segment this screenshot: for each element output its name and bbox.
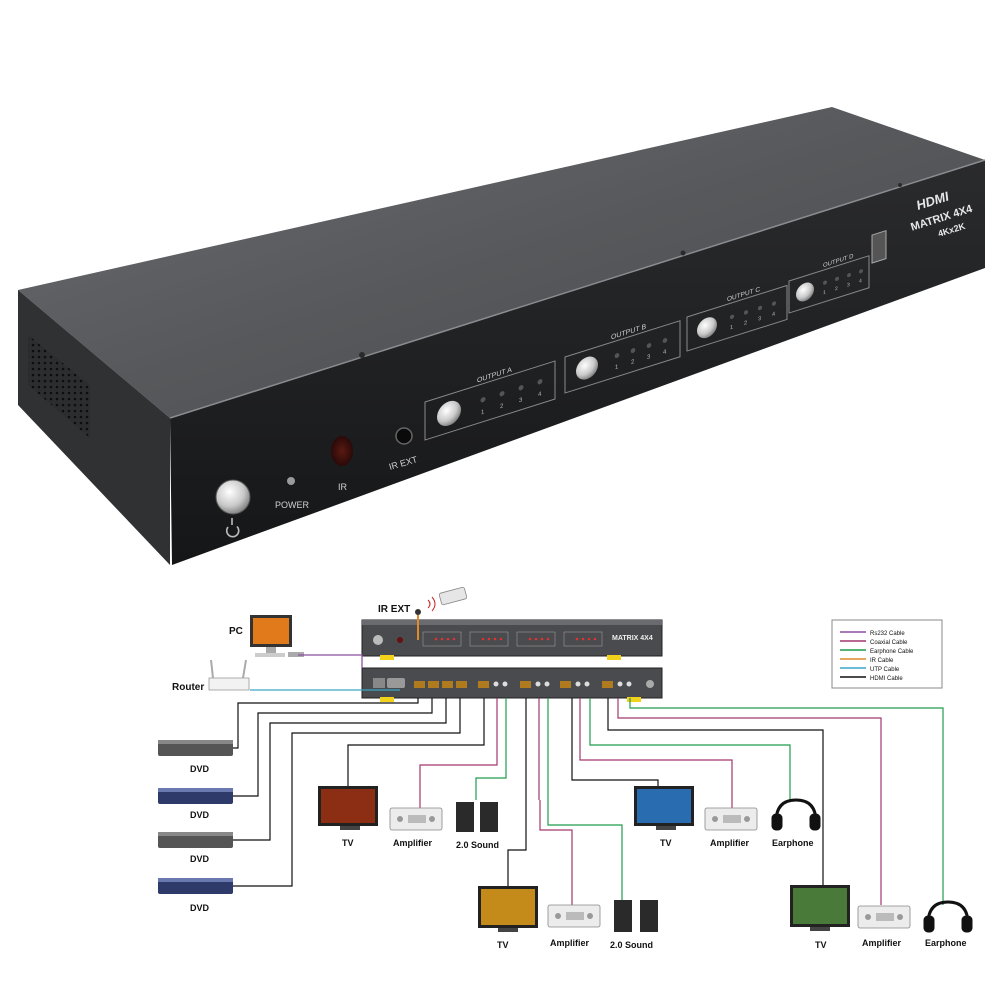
svg-text:1: 1	[615, 363, 619, 371]
legend-item: HDMI Cable	[870, 676, 903, 682]
amplifier-icon	[704, 807, 758, 831]
router-label: Router	[172, 682, 204, 693]
svg-text:4: 4	[772, 311, 775, 318]
dvd-label: DVD	[190, 854, 210, 864]
sound-label: 2.0 Sound	[610, 940, 653, 950]
device-top-face	[18, 107, 985, 418]
svg-text:4: 4	[538, 390, 542, 398]
amplifier-icon	[389, 807, 443, 831]
svg-text:2: 2	[631, 358, 635, 366]
amplifier-label: Amplifier	[862, 938, 902, 948]
speaker-icon	[614, 900, 658, 932]
amplifier-icon	[547, 904, 601, 928]
ir-ext-jack[interactable]	[395, 427, 413, 445]
device-front-face	[170, 160, 985, 565]
legend-item: Coaxial Cable	[870, 640, 908, 646]
power-label: POWER	[275, 500, 310, 510]
earphone-label: Earphone	[925, 938, 967, 948]
svg-text:3: 3	[847, 282, 850, 289]
power-led	[287, 477, 295, 485]
dvd-label: DVD	[190, 764, 210, 774]
svg-text:1: 1	[481, 408, 485, 416]
speaker-icon	[456, 802, 498, 832]
tv-label: TV	[342, 838, 354, 848]
amplifier-label: Amplifier	[710, 838, 750, 848]
output-d-select-button[interactable]	[796, 280, 814, 304]
tv-label: TV	[497, 940, 509, 950]
svg-text:2: 2	[744, 320, 747, 327]
svg-text:2: 2	[500, 402, 504, 410]
output-b-select-button[interactable]	[576, 354, 598, 383]
router-icon	[208, 659, 250, 691]
svg-text:1: 1	[730, 325, 733, 332]
dvd-label: DVD	[190, 903, 210, 913]
ir-receiver-window	[331, 436, 353, 466]
legend-item: Earphone Cable	[870, 649, 914, 655]
edid-switch[interactable]	[871, 229, 887, 264]
diagram-ir-ext-label: IR EXT	[378, 604, 410, 615]
diagram-matrix-front: MATRIX 4X4	[361, 619, 663, 660]
cable-legend: Rs232 Cable Coaxial Cable Earphone Cable…	[831, 619, 943, 689]
legend-item: UTP Cable	[870, 667, 900, 673]
legend-item: IR Cable	[870, 658, 894, 664]
remote-control-icon	[415, 586, 468, 640]
earphone-icon	[771, 798, 821, 831]
svg-text:1: 1	[823, 289, 826, 296]
ir-label: IR	[338, 482, 348, 492]
svg-text:3: 3	[519, 396, 523, 404]
tv-label: TV	[815, 940, 827, 950]
dvd-player-icon	[158, 788, 233, 804]
earphone-label: Earphone	[772, 838, 814, 848]
pc-icon	[250, 615, 304, 657]
amplifier-label: Amplifier	[393, 838, 433, 848]
svg-text:3: 3	[758, 316, 761, 323]
svg-text:2: 2	[835, 286, 838, 293]
svg-text:4: 4	[859, 278, 862, 285]
svg-text:4: 4	[663, 348, 667, 356]
diagram-front-title: MATRIX 4X4	[612, 635, 653, 642]
power-icon	[225, 518, 240, 538]
tv-icon	[318, 786, 378, 830]
legend-item: Rs232 Cable	[870, 631, 905, 637]
dvd-player-icon	[158, 740, 233, 756]
earphone-icon	[923, 900, 973, 933]
dvd-player-icon	[158, 878, 233, 894]
diagram-matrix-rear	[361, 667, 663, 702]
dvd-player-icon	[158, 832, 233, 848]
amplifier-icon	[857, 905, 911, 929]
svg-text:3: 3	[647, 353, 651, 361]
tv-label: TV	[660, 838, 672, 848]
tv-icon	[790, 885, 850, 931]
tv-icon	[634, 786, 694, 830]
tv-icon	[478, 886, 538, 932]
amplifier-label: Amplifier	[550, 938, 590, 948]
matrix-device: POWER IR IR EXT OUTPUT A 1 2 3 4 OUTPUT …	[18, 107, 986, 565]
output-c-select-button[interactable]	[697, 315, 717, 341]
power-button[interactable]	[215, 479, 251, 515]
output-a-select-button[interactable]	[437, 398, 461, 430]
sound-label: 2.0 Sound	[456, 840, 499, 850]
pc-label: PC	[229, 626, 243, 637]
dvd-label: DVD	[190, 810, 210, 820]
connection-diagram: MATRIX 4X4 IR EXT	[158, 586, 973, 950]
